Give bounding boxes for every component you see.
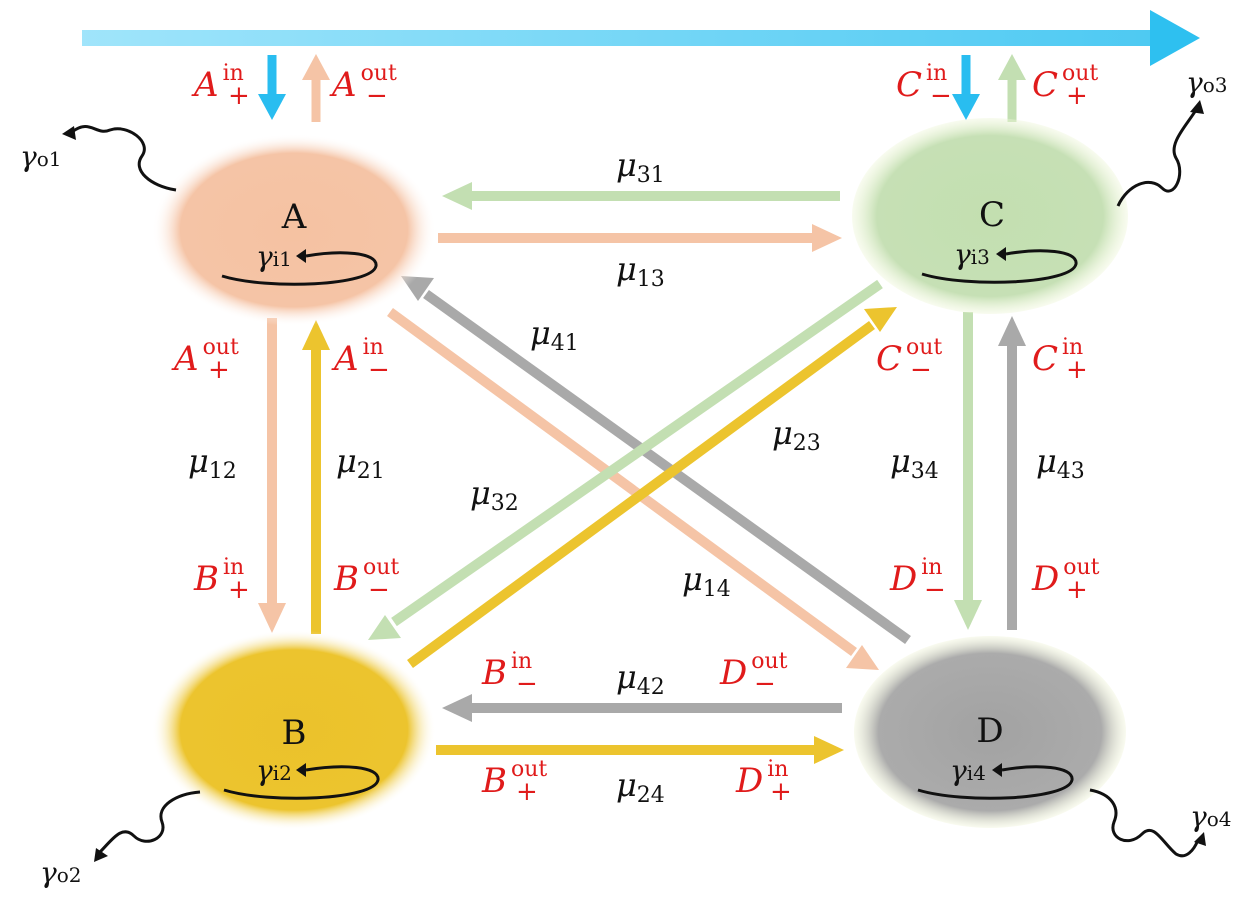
coupling-label-mu34: μ34 [890,442,939,484]
coupling-label-mu13: μ13 [616,250,665,292]
coupling-label-mu41: μ41 [530,314,579,356]
loss-label-d: γi4 [950,754,986,787]
arrowhead-icon [992,763,1002,777]
coupling-label-mu23: μ23 [772,414,821,456]
resonator-d-label: D [976,711,1003,751]
arrowhead-icon [1190,100,1204,114]
intrinsic-loss-loops [221,249,1078,800]
decay-label-o2: γo2 [40,856,82,889]
loss-label-a: γi1 [256,240,292,273]
coupling-label-mu43: μ43 [1036,442,1085,484]
decay-label-o3: γo3 [1186,66,1228,99]
coupling-label-mu31: μ31 [616,146,665,188]
resonator-a: A [152,134,436,326]
coupling-label-mu42: μ42 [616,658,665,700]
bus-port-arrows [258,54,1026,122]
arrowhead-icon [94,848,108,862]
coupling-arrows [258,182,1026,764]
arrowhead-icon [296,249,306,263]
resonator-a-label: A [281,197,307,237]
coupling-label-mu14: μ14 [682,560,731,602]
decay-label-o1: γo1 [20,140,62,173]
arrowhead-icon [62,126,76,140]
arrowhead-icon [1194,832,1206,846]
waveguide [82,10,1200,66]
arrowhead-icon [996,247,1006,261]
resonator-d: D [854,636,1126,828]
resonator-b-label: B [282,713,307,753]
arrowhead-icon [296,763,306,777]
loss-label-c: γi3 [954,238,990,271]
coupling-label-mu12: μ12 [188,442,237,484]
coupling-label-mu32: μ32 [470,474,519,516]
coupling-label-mu24: μ24 [616,766,665,808]
loss-label-b: γi2 [256,754,292,787]
resonator-c-label: C [979,195,1005,235]
resonator-b: B [152,630,436,830]
coupling-label-mu21: μ21 [336,442,385,484]
resonator-c: C [852,118,1128,314]
radiation-decay-wiggles [71,109,1200,858]
decay-label-o4: γo4 [1190,800,1232,833]
